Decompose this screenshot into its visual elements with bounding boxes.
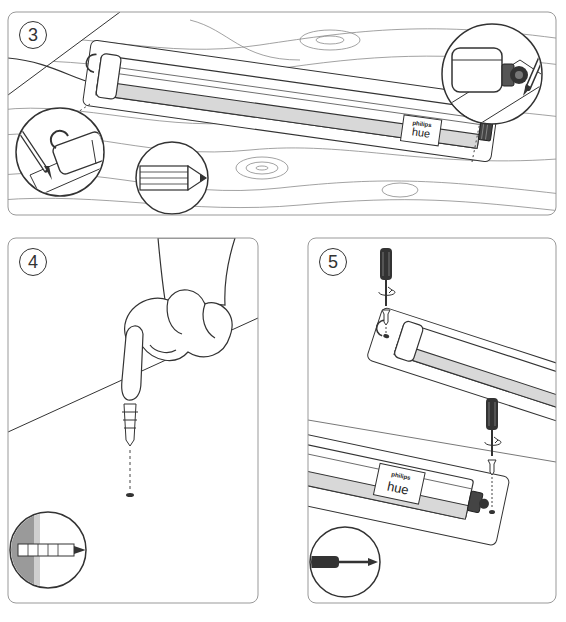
panel-frame [308,238,556,603]
panel-frame [8,12,556,215]
step-number: 4 [28,253,38,271]
wood-grain [8,20,556,212]
step-number-circle: 5 [319,248,347,276]
detail-screwdriver [308,556,378,568]
guide-line [130,450,131,491]
step-number: 3 [28,26,38,44]
power-cable [8,58,96,84]
wall-plug [122,404,138,446]
step-number-circle: 4 [19,248,47,276]
step-number: 5 [328,253,338,271]
detail-clip-end [18,128,120,195]
detail-circle [10,512,86,588]
step-five-panel [308,248,556,597]
brand-label: hue [411,126,431,139]
step-three-panel [8,12,556,214]
step-four-panel [8,238,258,590]
panel-frame [8,238,258,603]
pencil [140,166,206,190]
step-number-circle: 3 [19,21,47,49]
detail-circle [136,142,208,214]
screwdriver [379,248,395,333]
light-strip [80,39,499,162]
brand-label: hue [386,479,410,496]
light-strip [366,307,556,433]
detail-plug [8,510,86,590]
screwdriver [485,398,501,514]
leader-lines [78,104,480,162]
hand [122,238,235,400]
drill-hole [126,493,134,497]
detail-knob-end [440,42,550,130]
